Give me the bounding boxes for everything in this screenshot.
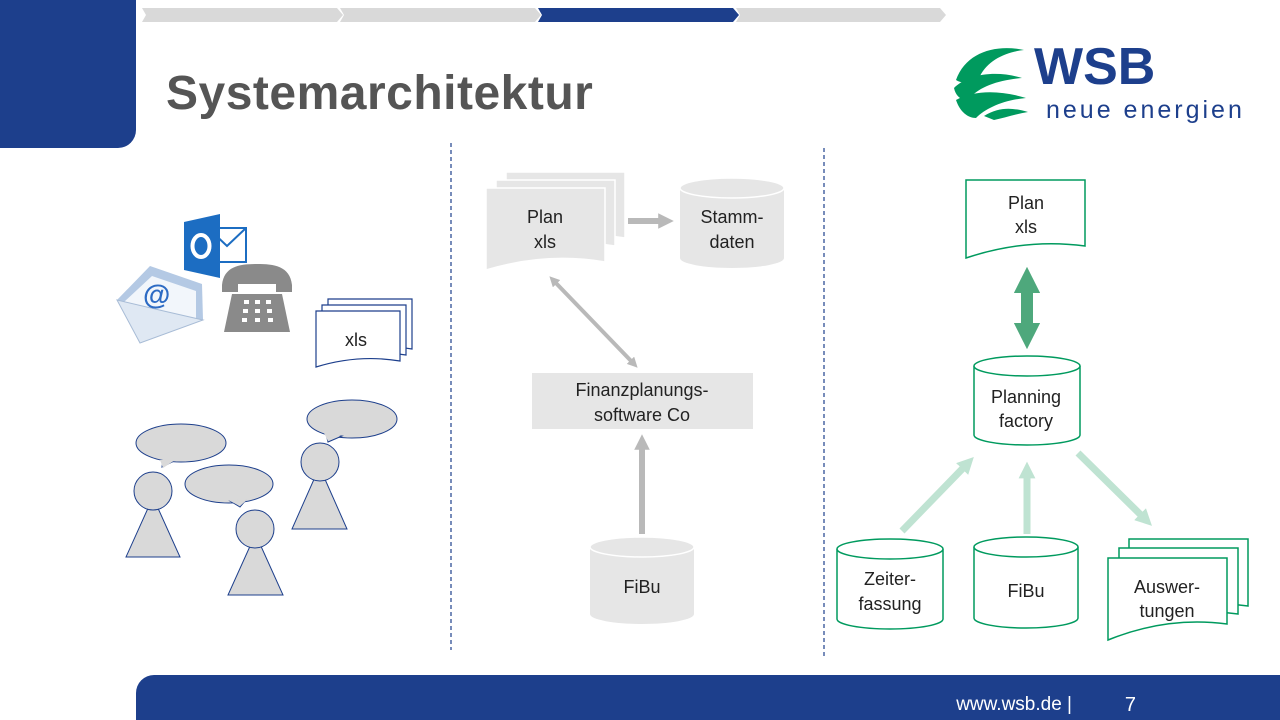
planning-factory-database: Planning factory bbox=[973, 355, 1081, 446]
footer-bar: www.wsb.de | 7 bbox=[136, 675, 1280, 720]
arrow-zeiterfassung-to-planning bbox=[899, 456, 974, 534]
plan-xls-document-right: Plan xls bbox=[965, 179, 1086, 260]
planning-line2: factory bbox=[999, 411, 1053, 431]
zeiterfassung-line2: fassung bbox=[858, 594, 921, 614]
arrow-plan-finanzplanung bbox=[549, 276, 638, 368]
fibu-right-label: FiBu bbox=[1007, 581, 1044, 601]
speech-bubble-2 bbox=[184, 464, 274, 508]
finanzplanung-line2: software Co bbox=[594, 405, 690, 425]
finanzplanung-box: Finanzplanungs- software Co bbox=[532, 373, 753, 429]
plan-line2: xls bbox=[534, 232, 556, 252]
footer-url-link[interactable]: www.wsb.de | bbox=[956, 694, 1072, 715]
arrow-planning-to-auswertungen bbox=[1075, 450, 1152, 526]
plan-line1: Plan bbox=[527, 207, 563, 227]
planning-line1: Planning bbox=[991, 387, 1061, 407]
slide-title: Systemarchitektur bbox=[166, 67, 594, 120]
corner-accent-block bbox=[0, 0, 136, 148]
svg-text:@: @ bbox=[143, 279, 170, 310]
logo-tagline: neue energien bbox=[1046, 96, 1245, 124]
progress-step-2 bbox=[340, 8, 541, 22]
zeiterfassung-database: Zeiter- fassung bbox=[836, 538, 944, 630]
speech-bubble-1 bbox=[135, 423, 227, 468]
plan-xls-document-middle: Plan xls bbox=[485, 171, 626, 272]
person-2 bbox=[227, 509, 284, 596]
outlook-icon bbox=[184, 214, 247, 278]
xls-label: xls bbox=[345, 330, 367, 350]
email-envelope-icon: @ bbox=[116, 266, 205, 344]
person-1 bbox=[125, 471, 181, 558]
stammdaten-line2: daten bbox=[709, 232, 754, 252]
progress-chevrons bbox=[142, 8, 946, 22]
auswertungen-document-stack: Auswer- tungen bbox=[1107, 538, 1249, 642]
speech-bubble-3 bbox=[306, 399, 398, 443]
fibu-middle-label: FiBu bbox=[623, 577, 660, 597]
wave-emblem-icon bbox=[954, 48, 1028, 120]
auswertungen-line1: Auswer- bbox=[1134, 577, 1200, 597]
progress-step-4 bbox=[736, 8, 946, 22]
page-number: 7 bbox=[1124, 694, 1136, 716]
finanzplanung-line1: Finanzplanungs- bbox=[575, 380, 708, 400]
xls-document-stack: xls bbox=[315, 298, 413, 368]
fibu-database-middle: FiBu bbox=[589, 536, 695, 624]
telephone-icon bbox=[222, 264, 292, 332]
plan-right-line2: xls bbox=[1015, 217, 1037, 237]
stammdaten-line1: Stamm- bbox=[701, 207, 764, 227]
plan-right-line1: Plan bbox=[1008, 193, 1044, 213]
wsb-logo: WSB neue energien bbox=[954, 38, 1245, 124]
progress-step-1 bbox=[142, 8, 343, 22]
zeiterfassung-line1: Zeiter- bbox=[864, 569, 916, 589]
logo-brand: WSB bbox=[1034, 38, 1155, 96]
stammdaten-database: Stamm- daten bbox=[679, 177, 785, 268]
person-3 bbox=[291, 442, 348, 530]
auswertungen-line2: tungen bbox=[1139, 601, 1194, 621]
fibu-database-right: FiBu bbox=[973, 536, 1079, 629]
progress-step-3-active bbox=[538, 8, 739, 22]
